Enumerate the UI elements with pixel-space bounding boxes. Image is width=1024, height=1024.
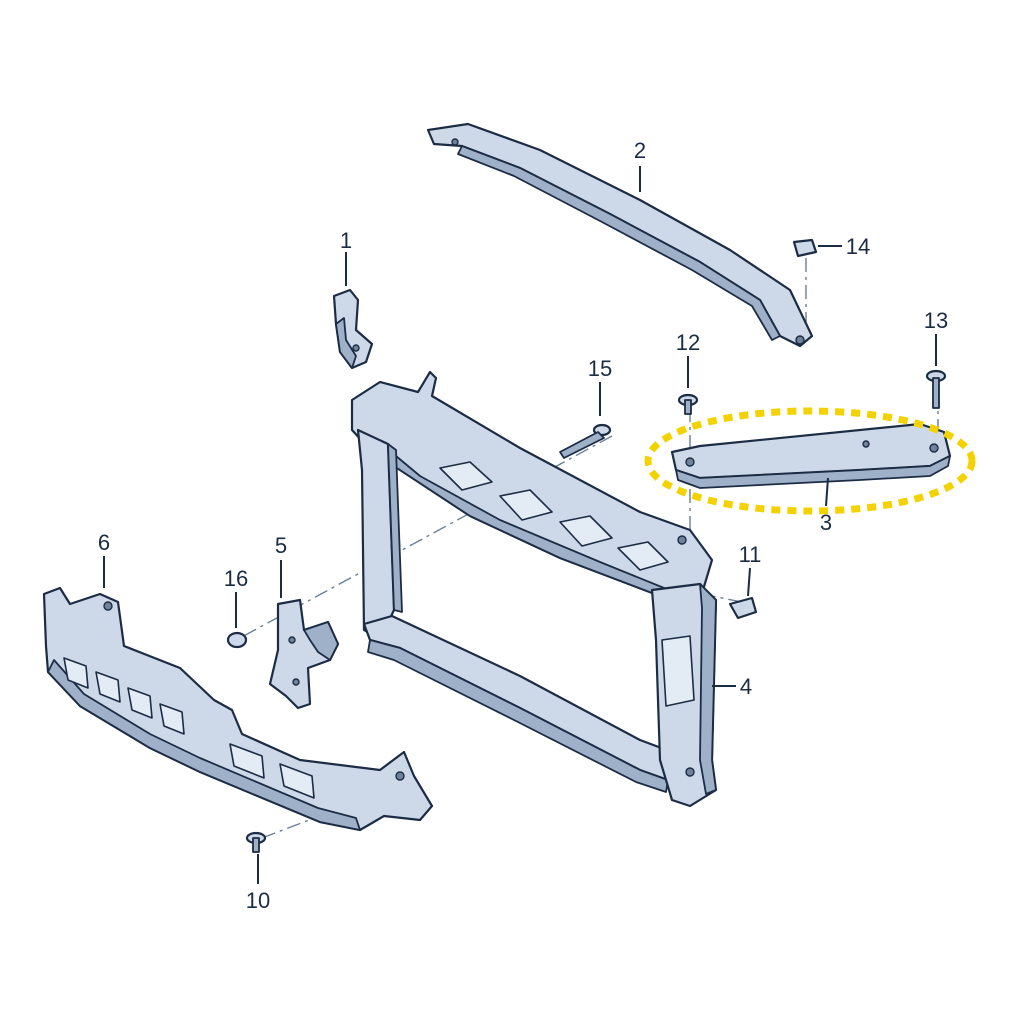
callout-2: 2 [634,138,646,163]
callout-10: 10 [246,888,270,913]
part-6-lower-carrier[interactable] [42,586,434,832]
callout-13: 13 [924,308,948,333]
part-4-front-end-carrier[interactable] [350,370,718,808]
part-11-clip-nut[interactable] [728,596,758,620]
callout-leader-lines [103,166,937,884]
part-10-screw[interactable] [245,831,267,853]
callout-14: 14 [846,234,870,259]
callout-3: 3 [820,510,832,535]
part-5-center-bracket[interactable] [268,598,340,710]
callout-16: 16 [224,566,248,591]
part-16-nut[interactable] [226,631,248,649]
part-12-screw[interactable] [677,393,699,415]
callout-1: 1 [340,228,352,253]
part-1-bracket[interactable] [332,288,374,370]
part-2-upper-cross-member[interactable] [426,122,814,348]
callout-labels: 1 2 3 4 5 6 10 11 12 13 14 15 16 [98,138,948,913]
part-13-screw[interactable] [925,369,947,409]
callout-4: 4 [740,674,752,699]
callout-11: 11 [739,542,762,567]
callout-15: 15 [588,356,612,381]
part-14-nut[interactable] [792,238,818,258]
part-3-highlight-ring [644,407,976,515]
callout-6: 6 [98,530,110,555]
callout-5: 5 [275,533,287,558]
part-15-bolt[interactable] [559,423,612,459]
part-3-cross-strut[interactable] [670,422,952,489]
callout-12: 12 [676,330,700,355]
